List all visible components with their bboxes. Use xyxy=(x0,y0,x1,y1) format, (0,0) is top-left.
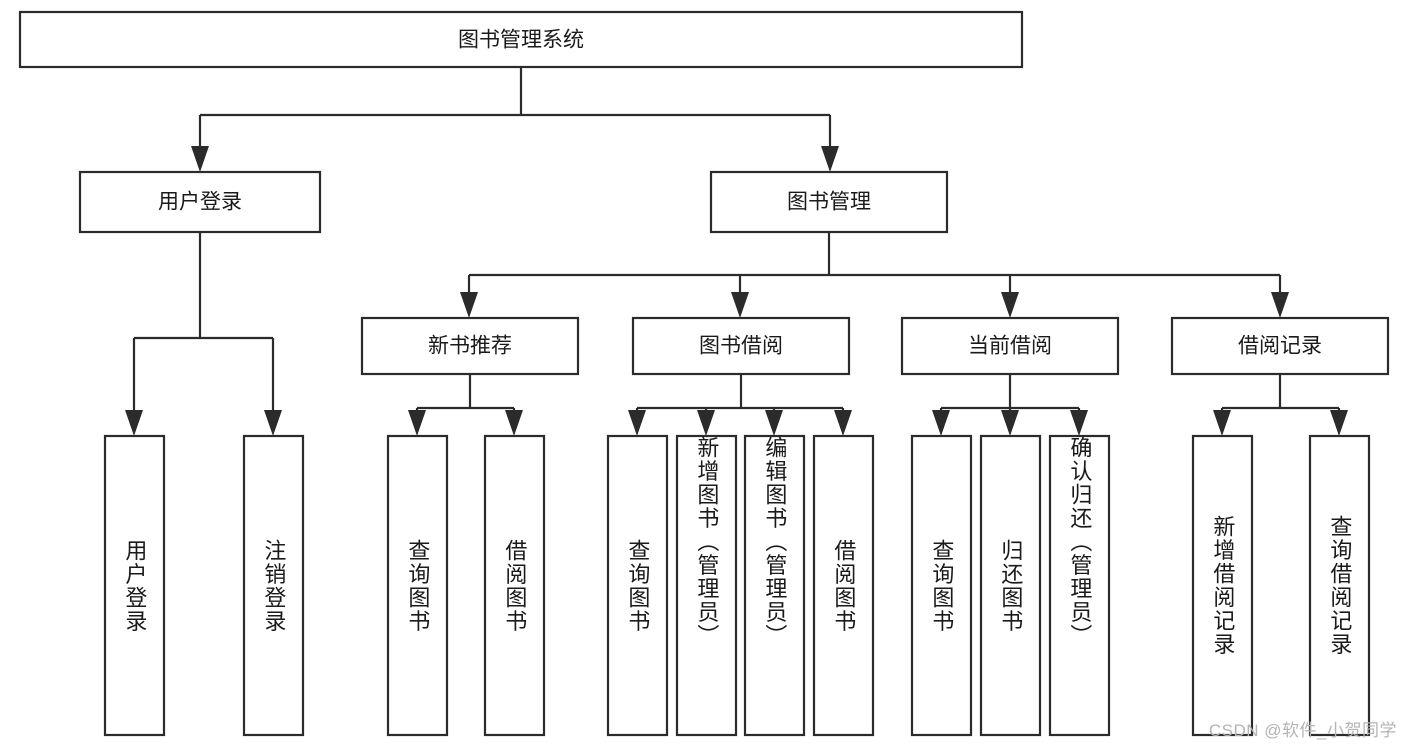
leaf-box-book-borrow-0[interactable] xyxy=(606,434,669,737)
current-borrow-box[interactable] xyxy=(900,316,1120,376)
book-manage-label: 图书管理 xyxy=(787,191,871,214)
leaf-box-user-login-0[interactable] xyxy=(103,434,166,737)
node-new-book-recommend[interactable]: 新书推荐 xyxy=(360,316,580,376)
arrow-to-leaf-book-borrow-0 xyxy=(628,410,646,436)
book-borrow-label: 图书借阅 xyxy=(699,335,783,358)
connector-book-manage-to-level3 xyxy=(460,232,1289,318)
borrow-record-label: 借阅记录 xyxy=(1238,335,1322,358)
node-user-login[interactable]: 用户登录 xyxy=(78,170,322,234)
watermark-text: CSDN @软件_小贺同学 xyxy=(1208,721,1397,740)
arrow-to-leaf-book-borrow-2 xyxy=(765,410,783,436)
leaf-box-current-borrow-0[interactable] xyxy=(910,434,973,737)
arrow-to-current-borrow xyxy=(1001,292,1019,318)
current-borrow-label: 当前借阅 xyxy=(968,335,1052,358)
arrow-to-leaf-borrow-record-1 xyxy=(1330,410,1348,436)
connector-book-borrow-to-leaves xyxy=(628,374,852,436)
node-book-manage[interactable]: 图书管理 xyxy=(709,170,949,234)
user-login-box[interactable] xyxy=(78,170,322,234)
root-box[interactable] xyxy=(18,10,1024,69)
node-root[interactable]: 图书管理系统 xyxy=(18,10,1024,69)
leaf-box-borrow-record-1[interactable] xyxy=(1308,434,1371,737)
arrow-to-leaf-current-borrow-2 xyxy=(1070,410,1088,436)
node-current-borrow[interactable]: 当前借阅 xyxy=(900,316,1120,376)
arrow-to-book-borrow xyxy=(731,292,749,318)
leaf-box-book-borrow-3[interactable] xyxy=(812,434,875,737)
arrow-to-leaf-current-borrow-1 xyxy=(1001,410,1019,436)
new-book-recommend-box[interactable] xyxy=(360,316,580,376)
connector-user-login-to-leaves xyxy=(125,232,282,436)
leaf-box-new-book-0[interactable] xyxy=(386,434,449,737)
arrow-to-leaf-book-borrow-3 xyxy=(834,410,852,436)
arrow-to-leaf-new-book-0 xyxy=(408,410,426,436)
connector-current-borrow-to-leaves xyxy=(932,374,1088,436)
leaf-box-borrow-record-0[interactable] xyxy=(1191,434,1254,737)
connector-borrow-record-to-leaves xyxy=(1213,374,1348,436)
leaf-box-book-borrow-1[interactable] xyxy=(675,434,738,737)
arrow-to-leaf-user-login-1 xyxy=(264,410,282,436)
connector-new-book-recommend-to-leaves xyxy=(408,374,523,436)
arrow-to-leaf-user-login-0 xyxy=(125,410,143,436)
arrow-to-leaf-current-borrow-0 xyxy=(932,410,950,436)
connector-root-to-level2 xyxy=(191,67,839,172)
arrow-to-leaf-book-borrow-1 xyxy=(697,410,715,436)
user-login-label: 用户登录 xyxy=(158,191,242,214)
leaf-box-current-borrow-2[interactable] xyxy=(1048,434,1111,737)
arrow-to-new-book-recommend xyxy=(460,292,478,318)
leaf-box-user-login-1[interactable] xyxy=(242,434,305,737)
arrow-to-user-login xyxy=(191,146,209,172)
new-book-recommend-label: 新书推荐 xyxy=(428,335,512,358)
leaf-box-new-book-1[interactable] xyxy=(483,434,546,737)
arrow-to-book-manage xyxy=(821,146,839,172)
node-borrow-record[interactable]: 借阅记录 xyxy=(1170,316,1390,376)
node-book-borrow[interactable]: 图书借阅 xyxy=(631,316,851,376)
leaf-box-current-borrow-1[interactable] xyxy=(979,434,1042,737)
arrow-to-borrow-record xyxy=(1271,292,1289,318)
arrow-to-leaf-new-book-1 xyxy=(505,410,523,436)
root-label: 图书管理系统 xyxy=(458,29,584,52)
arrow-to-leaf-borrow-record-0 xyxy=(1213,410,1231,436)
leaf-box-book-borrow-2[interactable] xyxy=(743,434,806,737)
